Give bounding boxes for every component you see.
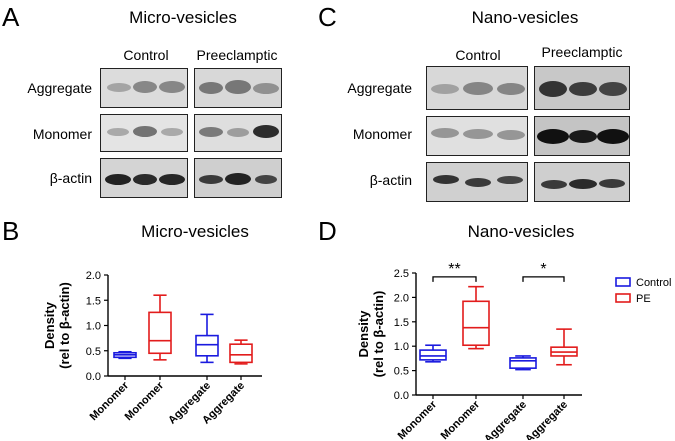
y-tick-label: 0.5 [86, 346, 101, 358]
y-axis-label: Density [42, 301, 57, 349]
panel-c-title: Nano-vesicles [471, 8, 579, 27]
blot-c-monomer-pe [534, 116, 630, 156]
y-tick-label: 1.0 [86, 321, 101, 333]
panel-a-title: Micro-vesicles [129, 8, 237, 27]
y-axis-label: (rel to β-actin) [371, 291, 386, 378]
box [419, 349, 447, 361]
legend-swatch [615, 293, 631, 303]
panel-b-title: Micro-vesicles [141, 222, 249, 241]
blot-c-beta-actin-control [426, 162, 528, 202]
panel-a-col-preeclamptic: Preeclamptic [196, 47, 278, 63]
blot-a-aggregate-control [100, 68, 188, 108]
panel-c-letter: C [318, 2, 337, 32]
y-tick-label: 1.5 [394, 317, 409, 329]
box [462, 300, 490, 347]
panel-d-letter: D [318, 216, 337, 246]
panel-b-letter: B [2, 216, 20, 246]
x-tick-label: Aggregate [523, 399, 570, 440]
y-tick-label: 0.0 [86, 371, 101, 383]
blot-a-monomer-control [100, 114, 188, 152]
legend-label: PE [636, 293, 651, 305]
x-tick-label: Monomer [123, 379, 167, 423]
panel-a-row-beta-actin: β-actin [49, 170, 92, 186]
blot-c-beta-actin-pe [534, 162, 630, 202]
y-tick-label: 2.0 [86, 270, 101, 282]
panel-c-col-preeclamptic: Preeclamptic [541, 44, 623, 60]
y-tick-label: 1.5 [86, 295, 101, 307]
blot-a-beta-actin-control [100, 158, 188, 198]
x-tick-label: Monomer [396, 398, 440, 440]
blot-c-aggregate-pe [534, 66, 630, 110]
blot-a-monomer-pe [194, 114, 282, 152]
box [509, 357, 537, 369]
panel-d-title: Nano-vesicles [467, 222, 575, 241]
y-tick-label: 2.0 [394, 292, 409, 304]
legend-swatch [615, 277, 631, 287]
y-tick-label: 2.5 [394, 268, 409, 280]
y-axis-label: Density [356, 310, 371, 358]
y-tick-label: 0.5 [394, 366, 409, 378]
x-tick-label: Monomer [439, 398, 483, 440]
panel-c-row-aggregate: Aggregate [347, 80, 412, 96]
panel-a-col-control: Control [123, 47, 169, 63]
panel-a-row-monomer: Monomer [32, 126, 92, 142]
significance-label: * [540, 261, 546, 278]
blot-c-aggregate-control [426, 66, 528, 110]
significance-bracket [522, 276, 565, 282]
panel-a-letter: A [2, 2, 20, 32]
y-axis-label: (rel to β-actin) [57, 282, 72, 369]
box [148, 311, 172, 355]
blot-c-monomer-control [426, 116, 528, 156]
box [229, 343, 253, 364]
significance-label: ** [448, 261, 460, 278]
legend-label: Control [636, 277, 671, 289]
significance-bracket [432, 276, 477, 282]
panel-c-col-control: Control [455, 47, 501, 63]
x-tick-label: Aggregate [482, 399, 529, 440]
blot-a-aggregate-pe [194, 68, 282, 108]
box [195, 334, 219, 357]
panel-c-row-monomer: Monomer [352, 126, 412, 142]
blot-a-beta-actin-pe [194, 158, 282, 198]
y-tick-label: 1.0 [394, 341, 409, 353]
panel-a-row-aggregate: Aggregate [27, 80, 92, 96]
panel-c-row-beta-actin: β-actin [369, 172, 412, 188]
y-tick-label: 0.0 [394, 390, 409, 402]
